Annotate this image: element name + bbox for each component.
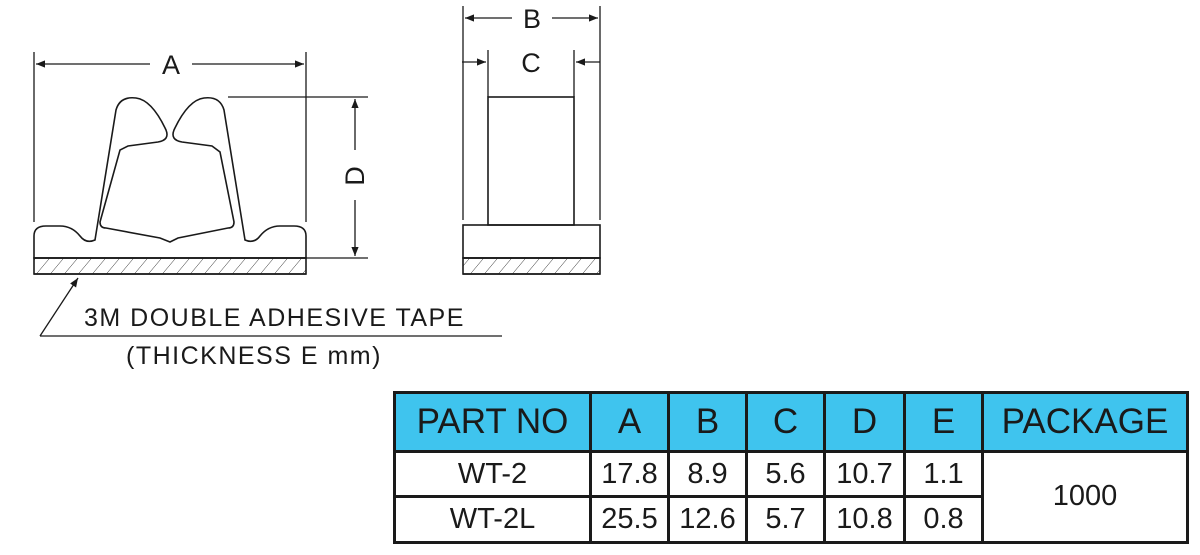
cell-e: 0.8 xyxy=(903,495,984,544)
cell-a: 17.8 xyxy=(589,449,670,499)
clip-profile xyxy=(33,96,307,259)
dim-label-a: A xyxy=(162,50,180,80)
cell-e: 1.1 xyxy=(903,449,984,499)
header-b: B xyxy=(667,391,748,453)
header-c: C xyxy=(745,391,826,453)
table-row: WT-2L 25.5 12.6 5.7 10.8 0.8 xyxy=(393,495,1188,544)
cell-d: 10.8 xyxy=(823,495,906,544)
header-a: A xyxy=(589,391,670,453)
dim-label-c: C xyxy=(521,48,541,78)
cell-b: 12.6 xyxy=(667,495,748,544)
header-d: D xyxy=(823,391,906,453)
header-part-no: PART NO xyxy=(393,391,592,453)
table-row: WT-2 17.8 8.9 5.6 10.7 1.1 1000 xyxy=(393,449,1189,545)
side-base xyxy=(462,224,601,259)
header-package: PACKAGE xyxy=(981,391,1189,453)
side-stem xyxy=(487,96,575,226)
cell-d: 10.7 xyxy=(823,449,906,499)
dim-label-b: B xyxy=(523,4,541,34)
side-tape-layer xyxy=(462,257,601,275)
tape-note-line2: (THICKNESS E mm) xyxy=(126,342,382,370)
cell-a: 25.5 xyxy=(589,495,670,544)
cell-c: 5.7 xyxy=(745,495,826,544)
dimension-lines xyxy=(33,6,601,337)
cell-part-no: WT-2L xyxy=(393,495,592,544)
cell-b: 8.9 xyxy=(667,449,748,499)
table-header-row: PART NO A B C D E PACKAGE xyxy=(393,391,1189,453)
header-e: E xyxy=(903,391,984,453)
cell-c: 5.6 xyxy=(745,449,826,499)
side-view xyxy=(462,96,601,275)
tape-note-line1: 3M DOUBLE ADHESIVE TAPE xyxy=(84,304,465,332)
dim-label-d: D xyxy=(340,166,370,186)
front-tape-layer xyxy=(33,257,307,275)
cell-package: 1000 xyxy=(981,449,1189,545)
spec-table: PART NO A B C D E PACKAGE WT-2 17.8 8.9 … xyxy=(393,391,1189,545)
front-view xyxy=(33,96,307,275)
cell-part-no: WT-2 xyxy=(393,449,592,499)
